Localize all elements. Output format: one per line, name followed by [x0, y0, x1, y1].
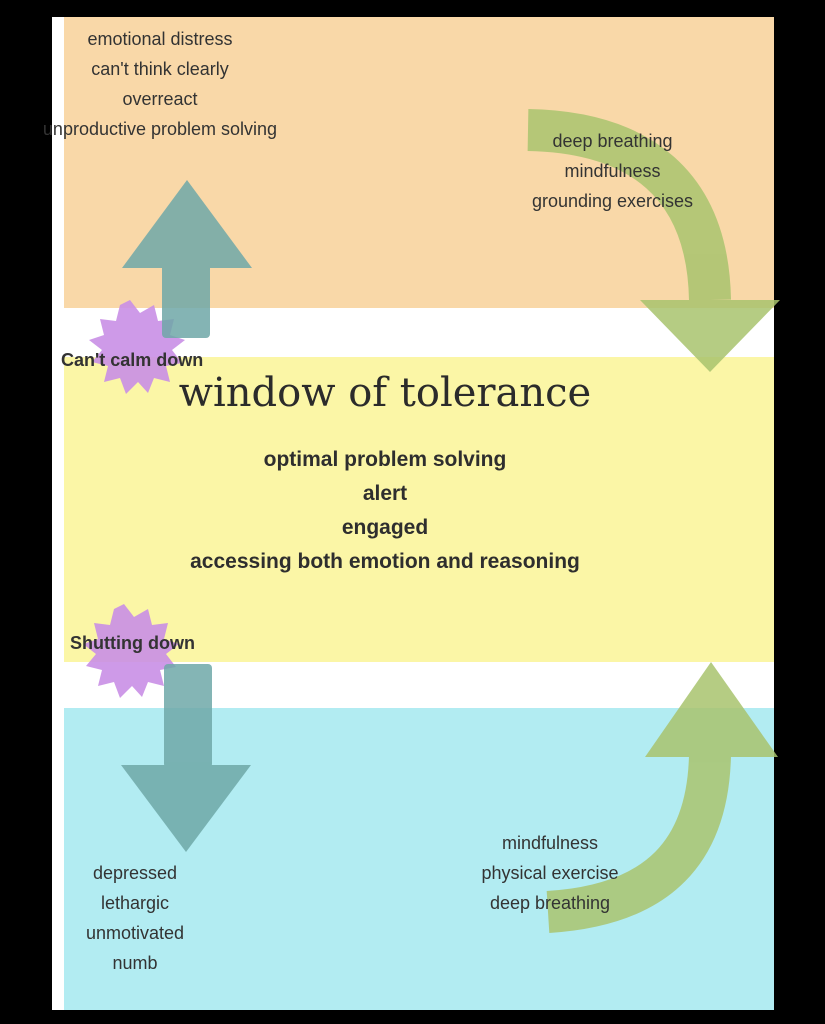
list-item: unmotivated [85, 923, 185, 943]
curved-arrow-icon [527, 109, 780, 372]
list-item: optimal problem solving [263, 448, 507, 471]
curved-arrow-icon [546, 662, 778, 933]
list-item: alert [362, 482, 408, 505]
hyperarousal-strategies-list: deep breathing mindfulness grounding exe… [495, 126, 730, 216]
arrow-down-icon [121, 664, 251, 852]
list-item: lethargic [100, 893, 170, 913]
list-item: unproductive problem solving [42, 119, 278, 139]
list-item: numb [112, 953, 158, 973]
hypoarousal-strategies-list: mindfulness physical exercise deep breat… [445, 828, 655, 918]
starburst-icon [89, 300, 185, 394]
list-item: grounding exercises [531, 191, 694, 211]
list-item: overreact [122, 89, 198, 109]
list-item: deep breathing [489, 893, 611, 913]
hypoarousal-symptoms-list: depressed lethargic unmotivated numb [35, 858, 235, 978]
window-qualities-list: optimal problem solving alert engaged ac… [120, 443, 650, 579]
window-of-tolerance-zone [64, 357, 774, 662]
list-item: can't think clearly [91, 59, 229, 79]
diagram-title: window of tolerance [178, 370, 592, 416]
list-item: deep breathing [552, 131, 673, 151]
list-item: physical exercise [481, 863, 619, 883]
list-item: depressed [92, 863, 178, 883]
list-item: mindfulness [501, 833, 599, 853]
list-item: accessing both emotion and reasoning [190, 550, 580, 573]
arrow-up-icon [122, 180, 252, 338]
trigger-label-hyperarousal: Can't calm down [61, 350, 204, 370]
list-item: engaged [341, 516, 429, 539]
starburst-icon [83, 604, 179, 698]
list-item: mindfulness [564, 161, 661, 181]
list-item: emotional distress [87, 29, 233, 49]
hyperarousal-symptoms-list: emotional distress can't think clearly o… [10, 24, 310, 144]
trigger-label-hypoarousal: Shutting down [70, 633, 195, 653]
